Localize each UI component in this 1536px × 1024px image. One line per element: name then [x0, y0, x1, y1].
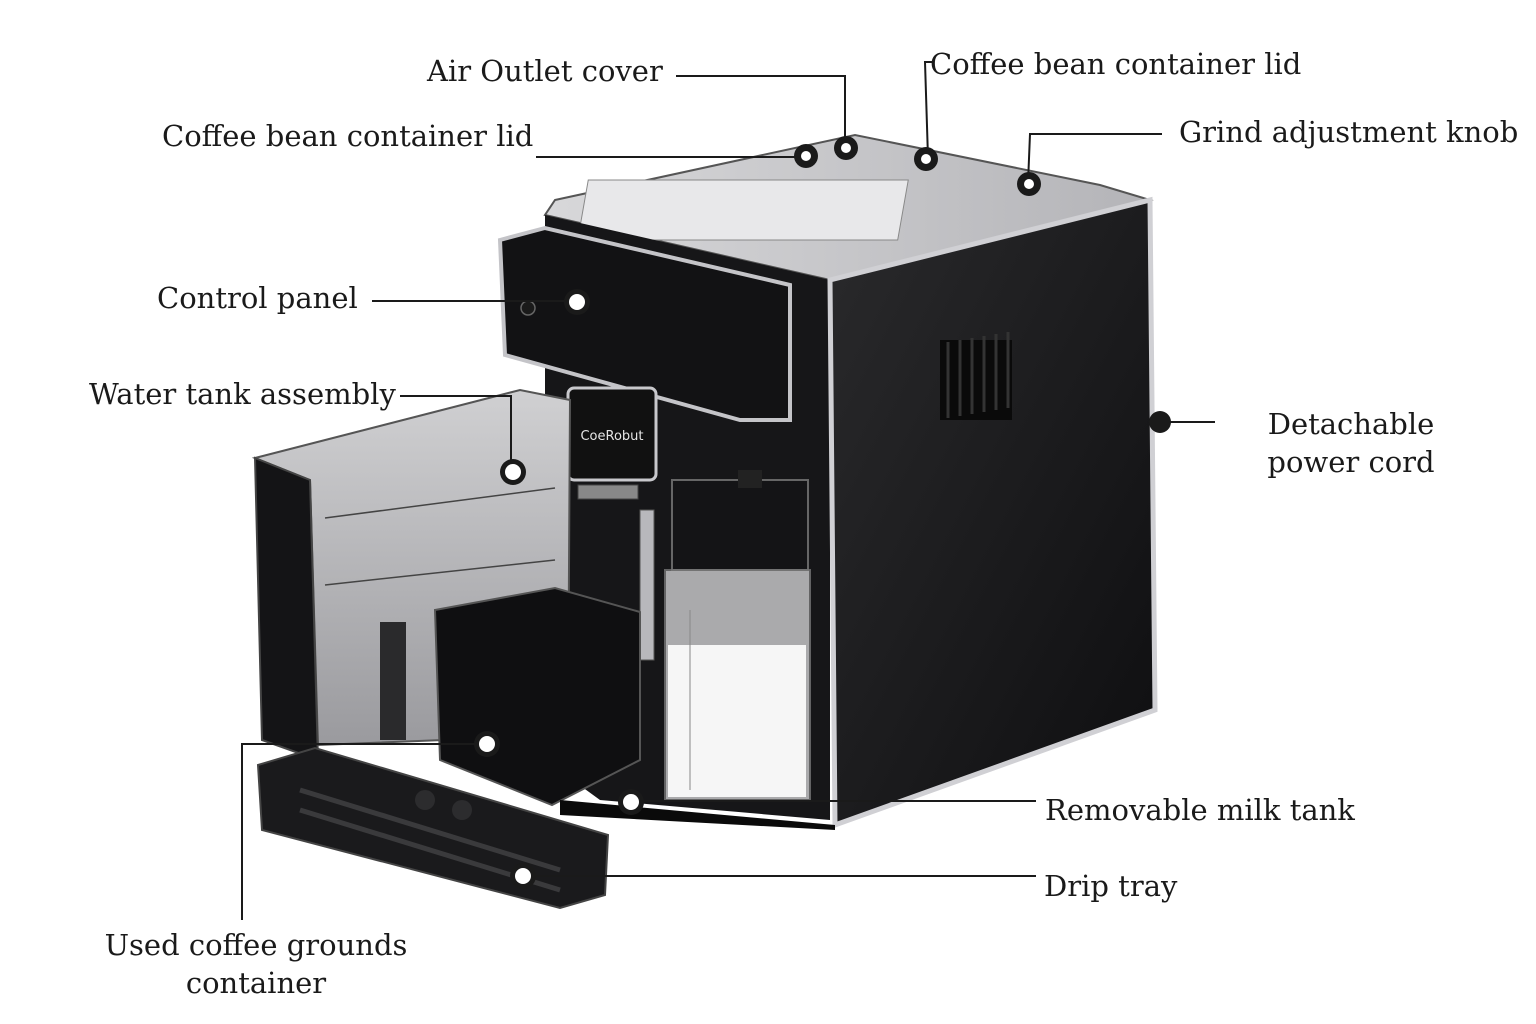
brand-logo: CoeRobut [580, 429, 643, 444]
label-coffee-bean-lid-top: Coffee bean container lid [930, 47, 1302, 81]
label-grind-knob: Grind adjustment knob [1179, 115, 1519, 149]
dot-grind-knob [1017, 172, 1041, 196]
coffee-machine-illustration: CoeRobut [251, 133, 1158, 910]
power-button [520, 300, 536, 316]
dot-milk-tank [618, 789, 644, 815]
dot-control-panel [564, 289, 590, 315]
dot-air-outlet [834, 136, 858, 160]
top-vent-grid [577, 179, 909, 241]
label-coffee-bean-lid-left: Coffee bean container lid [162, 119, 534, 153]
dot-grounds [474, 731, 500, 757]
dot-bean-lid-left [794, 144, 818, 168]
label-air-outlet-cover: Air Outlet cover [427, 54, 663, 88]
callout-dots [474, 136, 1171, 889]
label-power-cord: Detachable power cord [1267, 407, 1435, 479]
grounds-container-illustration [433, 586, 641, 807]
side-vent [940, 332, 1012, 420]
control-panel-head [497, 225, 792, 422]
dot-water-tank [500, 459, 526, 485]
label-drip-tray: Drip tray [1044, 869, 1178, 903]
dot-bean-lid-top [914, 147, 938, 171]
label-water-tank: Water tank assembly [89, 377, 396, 411]
dot-drip-tray [510, 863, 536, 889]
spout-nozzle [577, 484, 639, 500]
machine-side-panel [827, 196, 1158, 829]
label-grounds-container: Used coffee grounds container [104, 928, 408, 1000]
label-milk-tank: Removable milk tank [1045, 793, 1355, 827]
milk-tank-illustration [664, 470, 811, 801]
steam-wand [639, 509, 655, 661]
label-control-panel: Control panel [157, 281, 358, 315]
dot-power-cord [1149, 411, 1171, 433]
